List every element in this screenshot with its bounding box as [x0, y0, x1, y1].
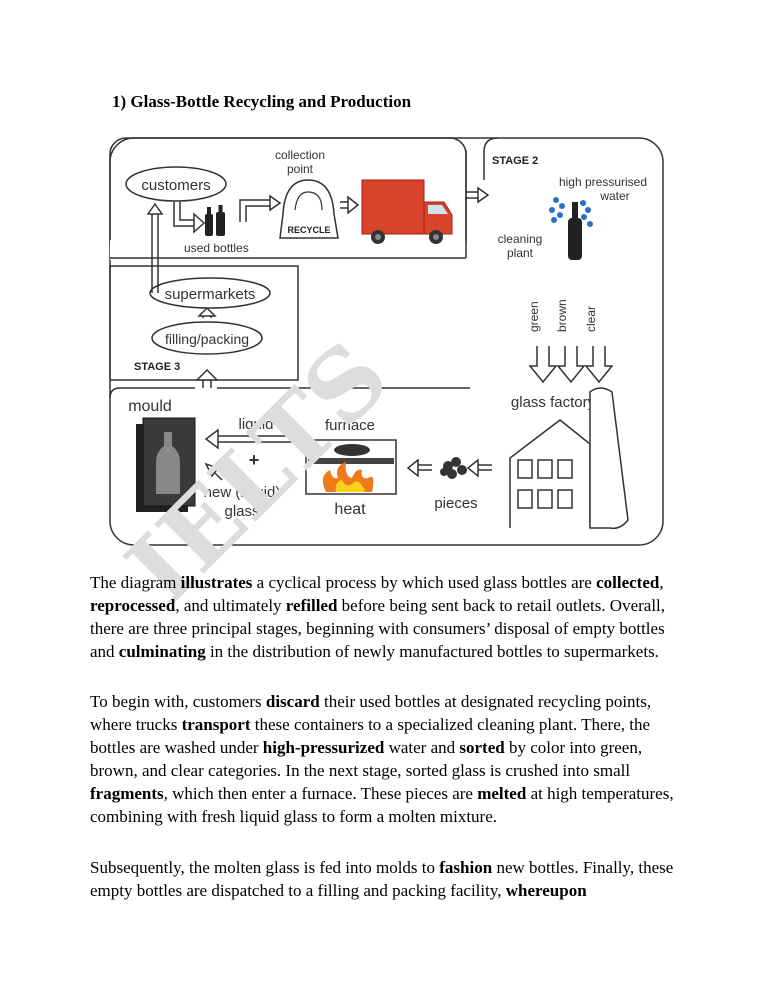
furnace-label: furnace	[325, 417, 375, 434]
customers-to-bottles-arrow	[173, 202, 194, 227]
paragraph-1: The diagram illustrates a cyclical proce…	[90, 573, 666, 661]
filling-packing-node	[151, 321, 263, 355]
plus-sign: +	[249, 450, 260, 470]
bold-term: transport	[181, 715, 251, 734]
used-bottles-label: used bottles	[184, 241, 249, 255]
svg-text:collection: collection	[275, 148, 325, 162]
bottle-icon	[568, 202, 582, 260]
bold-term: high-pressurized	[262, 738, 385, 757]
customers-label: customers	[141, 177, 210, 194]
bold-term: illustrates	[180, 573, 253, 592]
color-green-label: green	[527, 301, 541, 332]
bold-term: collected	[596, 573, 660, 592]
bold-term: sorted	[459, 738, 505, 757]
paragraph-3: Subsequently, the molten glass is fed in…	[90, 858, 674, 900]
glass-factory-label: glass factory	[511, 394, 596, 411]
color-brown-label: brown	[555, 299, 569, 332]
section-heading: 1) Glass-Bottle Recycling and Production	[112, 92, 412, 111]
customers-node	[125, 166, 227, 202]
filling-packing-label: filling/packing	[165, 331, 249, 347]
liquid-label: liquid	[238, 416, 273, 433]
svg-text:plant: plant	[507, 246, 534, 260]
bold-term: discard	[265, 692, 320, 711]
bold-term: reprocessed	[90, 596, 176, 615]
mould-icon	[136, 417, 196, 512]
bold-term: fragments	[90, 784, 164, 803]
furnace-icon	[305, 439, 397, 495]
svg-text:high pressurised: high pressurised	[559, 175, 647, 189]
color-clear-label: clear	[584, 306, 598, 332]
svg-text:water: water	[599, 189, 629, 203]
paragraph-2: To begin with, customers discard their u…	[90, 692, 674, 826]
bold-term: refilled	[285, 596, 338, 615]
supermarkets-label: supermarkets	[165, 286, 256, 303]
bold-term: whereupon	[505, 881, 587, 900]
svg-text:cleaning: cleaning	[498, 232, 543, 246]
bold-term: culminating	[118, 642, 206, 661]
heat-label: heat	[334, 501, 366, 518]
sorting-arrows	[528, 346, 614, 384]
svg-text:new (liquid): new (liquid)	[204, 484, 281, 501]
bold-term: fashion	[439, 858, 493, 877]
bottle-icon	[205, 205, 225, 236]
svg-text:glass: glass	[224, 503, 259, 520]
pieces-label: pieces	[434, 495, 477, 512]
glass-pieces-icon	[440, 457, 467, 479]
recycle-bin-icon	[279, 179, 339, 239]
factory-icon	[509, 387, 629, 530]
svg-text:point: point	[287, 162, 314, 176]
recycling-diagram: customers used bottles collection point …	[109, 137, 664, 546]
truck-icon	[361, 179, 453, 244]
supermarkets-node	[149, 277, 271, 309]
mould-label: mould	[128, 398, 172, 415]
recycle-label: RECYCLE	[287, 225, 330, 235]
water-spray-icon	[549, 197, 593, 227]
stage2-label: STAGE 2	[492, 155, 538, 167]
stage3-label: STAGE 3	[134, 361, 180, 373]
bold-term: melted	[477, 784, 527, 803]
